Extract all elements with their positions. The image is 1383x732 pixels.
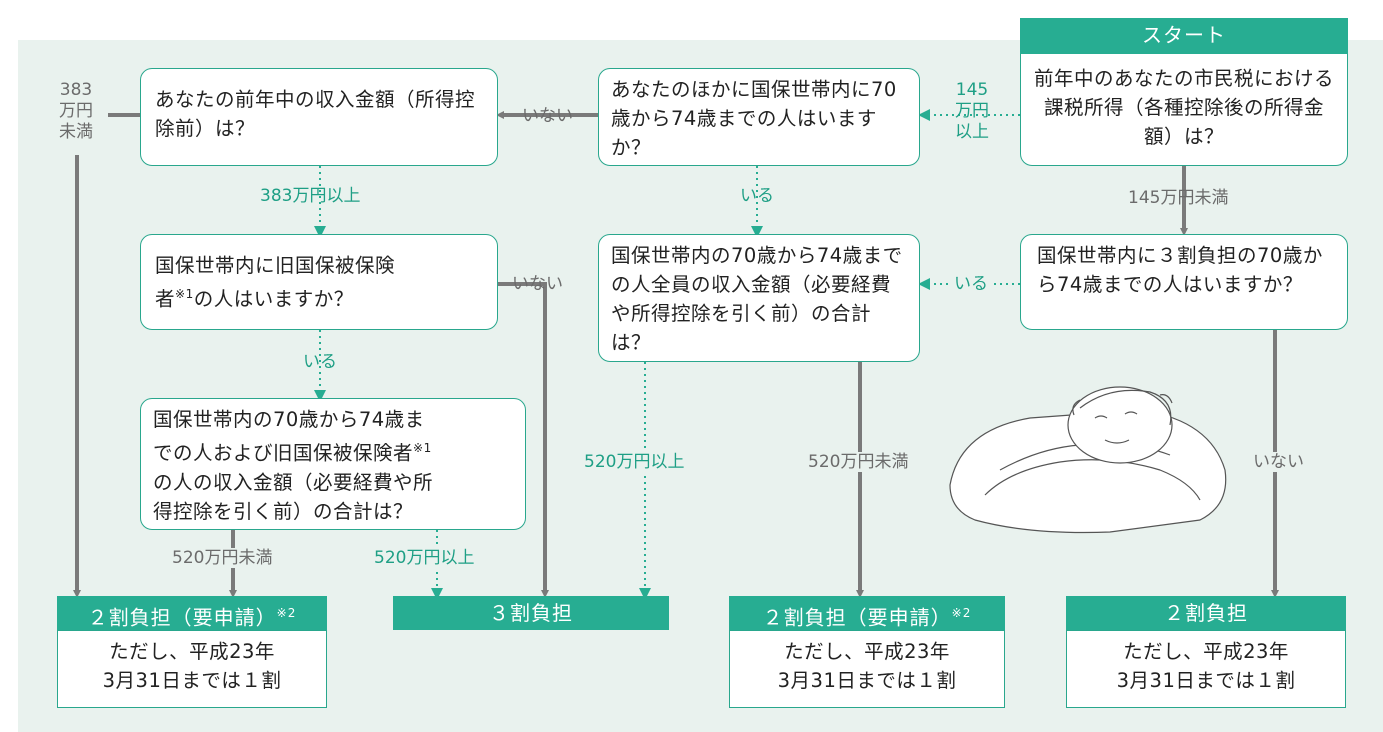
result-1-body: ただし、平成23年 3月31日までは１割 (57, 630, 327, 708)
label-nobody-3: いない (1251, 452, 1306, 472)
result-1-line1: ただし、平成23年 (109, 640, 275, 663)
label-someone-2: いる (303, 352, 337, 372)
label-nobody-1: いない (522, 106, 573, 126)
label-someone-1: いる (740, 186, 774, 206)
label-lt145: 145万円未満 (1128, 188, 1229, 208)
question-other-70-74: あなたのほかに国保世帯内に70歳から74歳までの人はいますか？ (598, 68, 920, 166)
label-ge383: 383万円以上 (260, 186, 361, 206)
sleeping-elder-illustration (949, 386, 1227, 534)
start-header: スタート (1020, 18, 1348, 54)
result-3-line2: 3月31日までは１割 (777, 669, 957, 692)
result-2-header: ３割負担 (393, 596, 669, 630)
result-1-header: ２割負担（要申請）※2 (57, 596, 327, 630)
question-total-70-74: 国保世帯内の70歳から74歳までの人全員の収入金額（必要経費や所得控除を引く前）… (598, 234, 920, 362)
result-4-body: ただし、平成23年 3月31日までは１割 (1066, 630, 1346, 708)
edge-nobody-2 (498, 282, 549, 598)
result-4-header: ２割負担 (1066, 596, 1346, 630)
label-lt520-1: 520万円未満 (170, 548, 275, 568)
result-3-body: ただし、平成23年 3月31日までは１割 (729, 630, 1005, 708)
label-ge520-2: 520万円以上 (582, 452, 687, 472)
result-3-header: ２割負担（要申請）※2 (729, 596, 1005, 630)
label-ge520-1: 520万円以上 (372, 548, 477, 568)
result-4-line1: ただし、平成23年 (1123, 640, 1289, 663)
label-nobody-2: いない (512, 274, 563, 294)
label-someone-3: いる (950, 274, 992, 294)
result-3-line1: ただし、平成23年 (784, 640, 950, 663)
label-lt520-2: 520万円未満 (806, 452, 911, 472)
result-4-line2: 3月31日までは１割 (1116, 669, 1296, 692)
question-former-insured: 国保世帯内に旧国保被保険者※1の人はいますか？ (140, 234, 498, 330)
result-1-line2: 3月31日までは１割 (102, 669, 282, 692)
start-question: 前年中のあなたの市民税における課税所得（各種控除後の所得金額）は？ (1020, 54, 1348, 166)
question-prev-income: あなたの前年中の収入金額（所得控除前）は？ (140, 68, 498, 166)
question-30pct-person: 国保世帯内に３割負担の70歳から74歳までの人はいますか？ (1020, 234, 1348, 330)
